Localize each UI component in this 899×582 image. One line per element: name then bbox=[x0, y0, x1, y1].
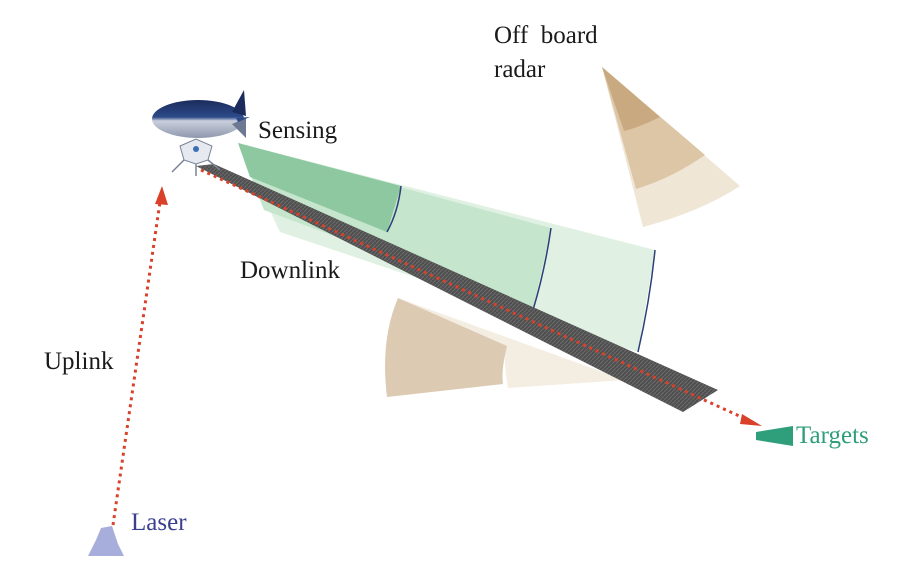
sensing-label: Sensing bbox=[258, 117, 338, 144]
ground-radar-cone bbox=[385, 298, 625, 397]
target-link bbox=[200, 168, 762, 426]
laser-uplink bbox=[111, 186, 168, 526]
downlink-label: Downlink bbox=[240, 257, 341, 284]
laser-label: Laser bbox=[131, 509, 187, 536]
offboard-radar-cone bbox=[602, 67, 740, 227]
sensing-cone bbox=[238, 143, 656, 353]
target-icon bbox=[756, 426, 793, 446]
offboard-radar-label-line1: Off board bbox=[494, 22, 598, 49]
laser-station-icon bbox=[88, 526, 124, 556]
uplink-label: Uplink bbox=[44, 348, 114, 375]
targets-label: Targets bbox=[796, 422, 869, 449]
offboard-radar-label-line2: radar bbox=[494, 56, 546, 83]
airship-icon bbox=[152, 90, 250, 176]
